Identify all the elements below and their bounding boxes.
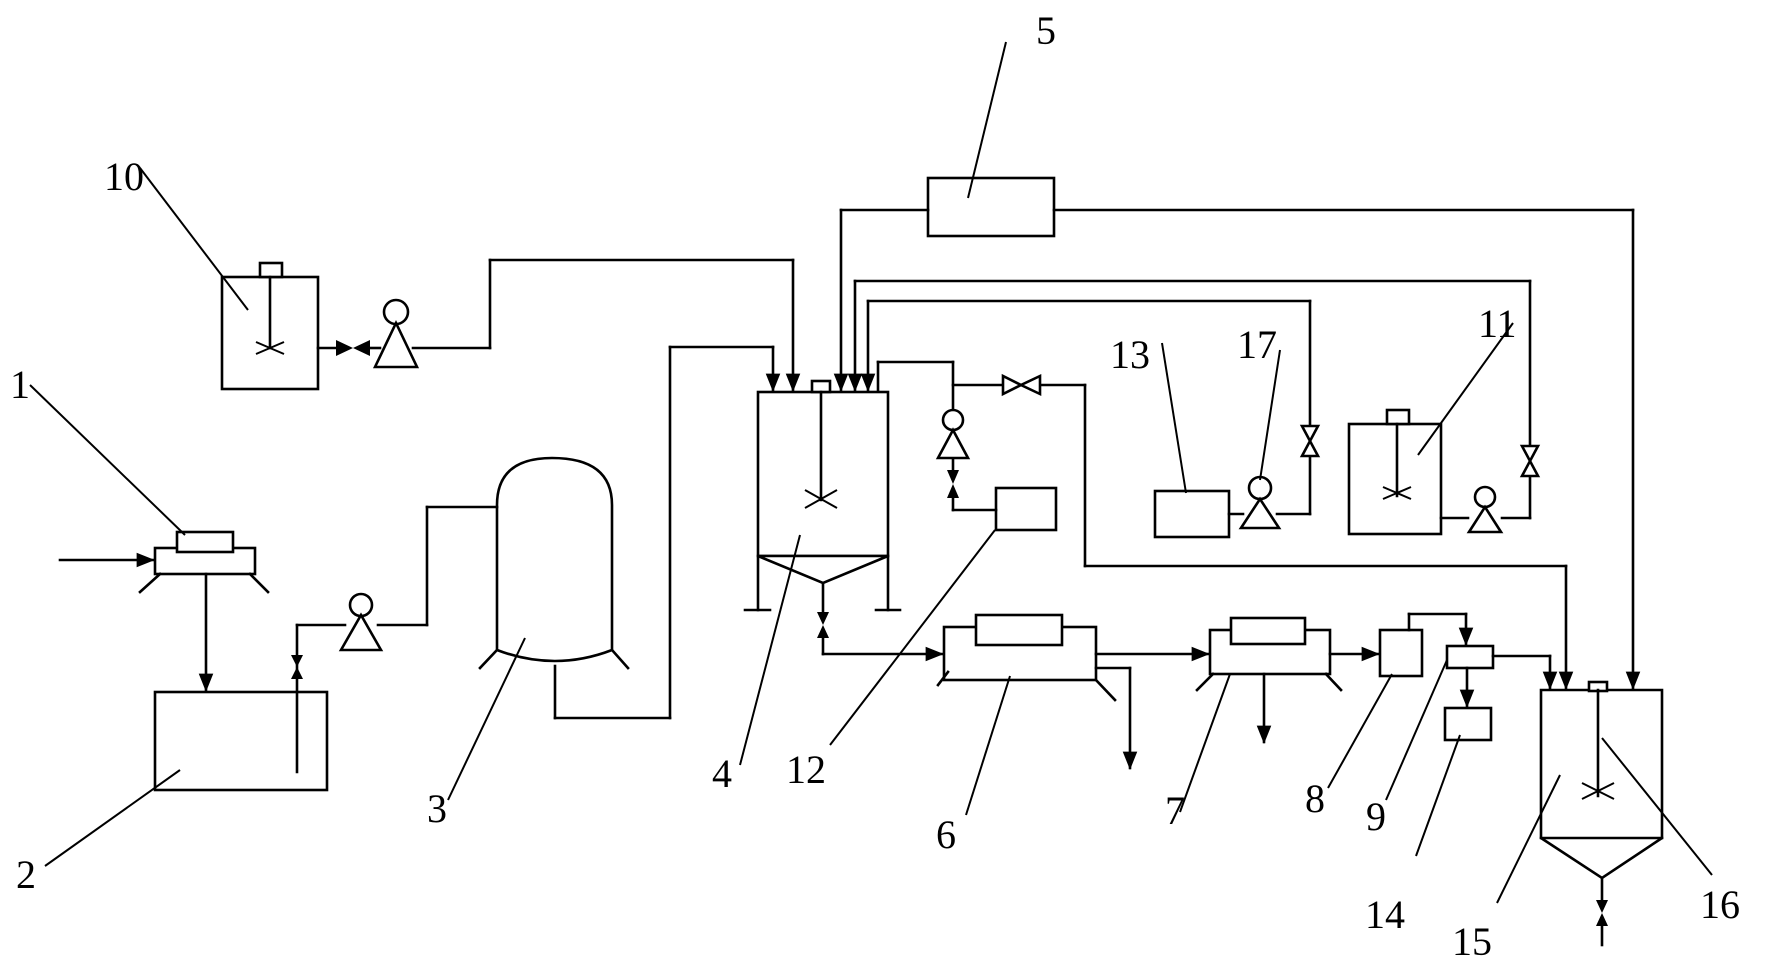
pump-10-to-4	[372, 298, 420, 369]
valve-tank-10	[336, 340, 370, 356]
label-16: 16	[1700, 882, 1740, 927]
valve-reactor-bottom	[817, 612, 829, 638]
equipment-1-filter	[138, 530, 270, 594]
label-14: 14	[1365, 892, 1405, 937]
equipment-2-tank	[153, 690, 329, 792]
label-3: 3	[427, 786, 447, 831]
equipment-6-filter	[936, 613, 1117, 702]
label-9: 9	[1366, 794, 1386, 839]
equipment-4-reactor	[743, 379, 902, 612]
equipment-5	[926, 176, 1056, 238]
pump-2-to-3	[338, 592, 384, 652]
equipment-13	[1153, 489, 1231, 539]
valve-to-15	[1001, 373, 1042, 397]
label-10: 10	[104, 154, 144, 199]
valve-line-13	[1299, 424, 1321, 458]
equipment-8	[1378, 628, 1424, 678]
label-15: 15	[1452, 919, 1492, 964]
label-12: 12	[786, 747, 826, 792]
leader-lines	[29, 41, 1713, 904]
label-6: 6	[936, 812, 956, 857]
pipe-network	[58, 208, 1641, 947]
label-1: 1	[10, 362, 30, 407]
equipment-3-vessel	[478, 456, 630, 670]
equipment-10-agitated-tank	[220, 261, 320, 391]
label-17: 17	[1237, 322, 1277, 367]
equipment-11-agitated-tank	[1347, 408, 1443, 536]
label-2: 2	[16, 852, 36, 897]
equipment-15-tank	[1539, 680, 1664, 880]
equipment-7-filter	[1195, 616, 1343, 692]
equipment-14	[1443, 706, 1493, 742]
label-13: 13	[1110, 332, 1150, 377]
pump-11-to-4	[1466, 485, 1504, 534]
label-4: 4	[712, 751, 732, 796]
equipment-12	[994, 486, 1058, 532]
label-11: 11	[1478, 301, 1517, 346]
valve-line-11	[1519, 444, 1541, 478]
label-8: 8	[1305, 776, 1325, 821]
pump-17	[1238, 475, 1282, 530]
valve-pump-12	[947, 470, 959, 498]
equipment-9	[1445, 644, 1495, 670]
pump-12-recirculation	[935, 408, 971, 460]
label-5: 5	[1036, 8, 1056, 53]
valve-tank-15-bottom	[1596, 900, 1608, 926]
label-7: 7	[1165, 788, 1185, 833]
valve-tank-2	[291, 655, 303, 679]
